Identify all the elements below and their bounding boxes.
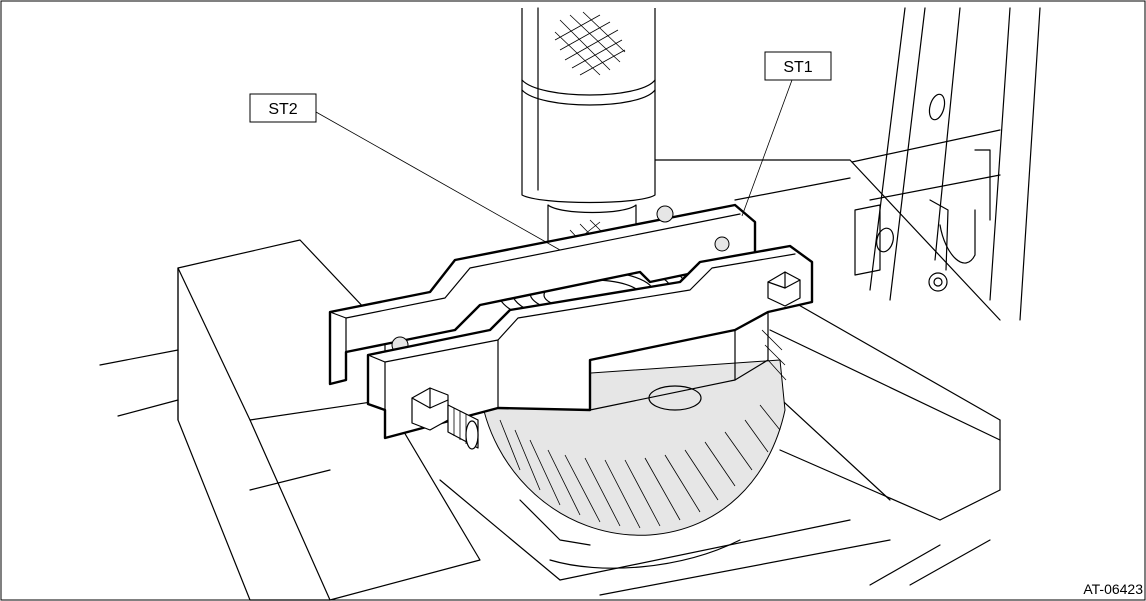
callout-st2-label: ST2 bbox=[268, 101, 297, 118]
st1-leader-line bbox=[741, 79, 793, 217]
figure-reference: AT-06423 bbox=[1083, 581, 1143, 597]
ram-grip-texture bbox=[554, 11, 626, 76]
support-block bbox=[99, 239, 481, 601]
puller-st2 bbox=[366, 244, 814, 440]
callout-st1-label: ST1 bbox=[783, 59, 812, 76]
callout-st1: ST1 bbox=[764, 51, 832, 81]
st2-leader-line bbox=[315, 111, 561, 251]
press-frame bbox=[851, 7, 1041, 321]
adjusting-bolt bbox=[411, 387, 479, 450]
puller-st1 bbox=[328, 203, 757, 386]
callout-st2: ST2 bbox=[249, 93, 317, 123]
press-bed bbox=[644, 159, 1001, 586]
